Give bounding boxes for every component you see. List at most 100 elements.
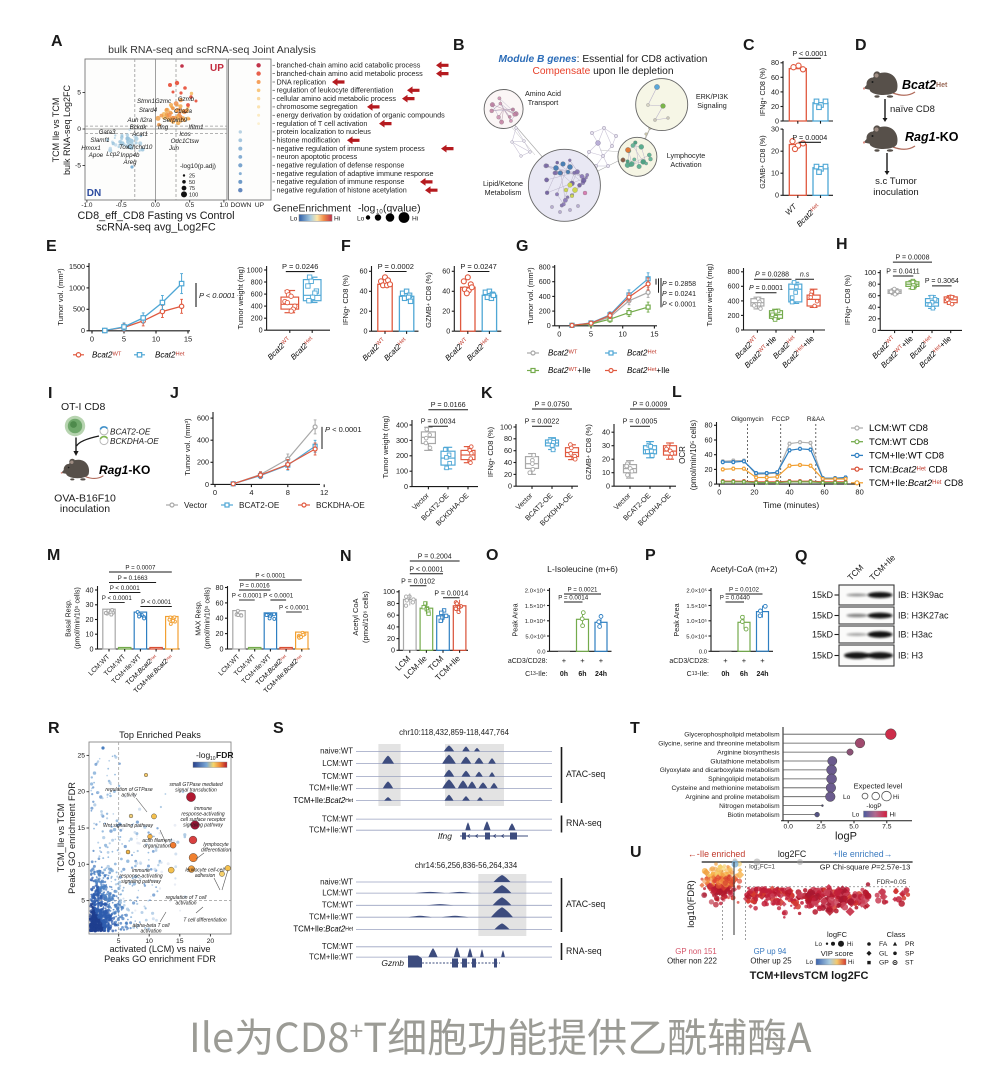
- svg-text:(pmol/min/10⁵ cells): (pmol/min/10⁵ cells): [205, 587, 212, 649]
- svg-text:Glycine, serine and threonine: Glycine, serine and threonine metabolism: [658, 740, 780, 747]
- svg-text:TCM+Ile:WT: TCM+Ile:WT: [309, 784, 353, 793]
- svg-text:(pmol/min/10⁵ cells): (pmol/min/10⁵ cells): [75, 587, 82, 649]
- svg-text:P < 0.0001: P < 0.0001: [255, 573, 286, 580]
- svg-text:0: 0: [775, 116, 779, 125]
- svg-text:600: 600: [539, 277, 551, 286]
- svg-text:BCKDHA-OE: BCKDHA-OE: [110, 437, 159, 446]
- svg-text:P < 0.0001: P < 0.0001: [263, 593, 294, 600]
- svg-text:0: 0: [213, 488, 217, 497]
- svg-text:Nitrogen metabolism: Nitrogen metabolism: [719, 803, 780, 810]
- svg-text:Other up 25: Other up 25: [750, 957, 792, 966]
- svg-text:1.0×10⁴: 1.0×10⁴: [525, 618, 546, 625]
- svg-text:P = 0.0014: P = 0.0014: [434, 590, 468, 597]
- svg-text:Hi: Hi: [334, 216, 341, 223]
- svg-text:inoculation: inoculation: [60, 503, 110, 515]
- svg-text:TCM:WT: TCM:WT: [322, 772, 353, 781]
- svg-text:Glyoxylate and dicarboxylate m: Glyoxylate and dicarboxylate metabolism: [660, 767, 780, 774]
- svg-text:negative regulation of defense: negative regulation of defense response: [277, 161, 405, 170]
- svg-text:Ifng: Ifng: [438, 831, 452, 841]
- svg-text:0: 0: [557, 330, 561, 339]
- svg-text:40: 40: [602, 428, 610, 437]
- svg-text:500: 500: [73, 305, 85, 314]
- svg-text:Bcat2Het: Bcat2Het: [382, 336, 409, 363]
- svg-text:2.5: 2.5: [816, 824, 826, 831]
- svg-text:15kD: 15kD: [812, 651, 834, 661]
- svg-text:log2FC: log2FC: [778, 849, 807, 859]
- svg-text:Bcat2Het+Ile: Bcat2Het+Ile: [627, 366, 670, 375]
- svg-text:P = 0.1663: P = 0.1663: [118, 575, 149, 582]
- svg-text:40: 40: [360, 287, 368, 296]
- svg-text:Hi: Hi: [847, 941, 853, 948]
- svg-text:800: 800: [728, 267, 740, 276]
- svg-text:P < 0.0001: P < 0.0001: [102, 595, 133, 602]
- svg-text:100: 100: [864, 268, 876, 277]
- svg-text:negative regulation of immune: negative regulation of immune system pro…: [277, 144, 426, 153]
- svg-text:400: 400: [197, 436, 209, 445]
- svg-text:5.0: 5.0: [849, 824, 859, 831]
- svg-text:Apoe: Apoe: [88, 152, 104, 159]
- svg-text:chr10:118,432,859-118,447,764: chr10:118,432,859-118,447,764: [399, 728, 509, 737]
- svg-text:40: 40: [86, 585, 94, 594]
- svg-text:75: 75: [189, 186, 195, 192]
- svg-text:Glycerophospholipid metabolism: Glycerophospholipid metabolism: [684, 732, 780, 739]
- svg-text:0: 0: [872, 326, 876, 335]
- svg-text:Hi: Hi: [893, 794, 899, 801]
- svg-text:10: 10: [152, 335, 160, 344]
- svg-text:4: 4: [249, 488, 253, 497]
- svg-text:Bcat2Het: Bcat2Het: [795, 202, 822, 229]
- svg-text:TCM:WT CD8: TCM:WT CD8: [869, 437, 928, 448]
- svg-text:30: 30: [86, 600, 94, 609]
- svg-text:TCM: TCM: [845, 562, 865, 582]
- svg-text:(qvalue): (qvalue): [383, 204, 421, 215]
- svg-text:FA: FA: [879, 941, 888, 948]
- svg-text:+: +: [562, 656, 567, 665]
- svg-text:Rag1-KO: Rag1-KO: [99, 463, 150, 477]
- svg-text:K: K: [481, 385, 493, 402]
- svg-text:adhesion: adhesion: [195, 873, 216, 879]
- svg-text:negative regulation of adaptiv: negative regulation of adaptive immune r…: [277, 169, 434, 178]
- svg-text:0: 0: [709, 480, 713, 489]
- svg-text:TCM+Ile:WT: TCM+Ile:WT: [309, 952, 353, 961]
- svg-text:200: 200: [396, 451, 408, 460]
- svg-text:200: 200: [539, 307, 551, 316]
- svg-text:15: 15: [184, 335, 192, 344]
- svg-text:P = 0.0008: P = 0.0008: [896, 254, 930, 261]
- svg-text:Hi: Hi: [412, 216, 419, 223]
- svg-text:20: 20: [442, 307, 450, 316]
- svg-text:Oligomycin: Oligomycin: [731, 416, 764, 423]
- svg-text:R: R: [48, 720, 60, 737]
- svg-text:+Ile enriched→: +Ile enriched→: [833, 849, 892, 859]
- svg-text:5: 5: [122, 335, 126, 344]
- svg-text:8: 8: [286, 488, 290, 497]
- svg-text:H: H: [836, 236, 848, 253]
- svg-text:600: 600: [251, 290, 263, 299]
- svg-text:GZMB+ CD8 (%): GZMB+ CD8 (%): [584, 424, 593, 480]
- svg-text:P = 0.0411: P = 0.0411: [886, 268, 920, 275]
- svg-text:1.0: 1.0: [219, 202, 228, 209]
- svg-text:0.0: 0.0: [537, 650, 546, 656]
- svg-text:15: 15: [77, 825, 85, 832]
- svg-text:signaling pathway: signaling pathway: [183, 823, 223, 829]
- svg-text:signal transduction: signal transduction: [175, 788, 217, 794]
- svg-text:RNA-seq: RNA-seq: [566, 818, 602, 828]
- svg-text:100: 100: [383, 587, 395, 596]
- svg-text:Gzmb: Gzmb: [381, 958, 404, 968]
- svg-text:+: +: [580, 656, 585, 665]
- svg-text:40: 40: [504, 458, 512, 467]
- svg-text:GZMB+ CD8 (%): GZMB+ CD8 (%): [758, 135, 767, 188]
- svg-text:0: 0: [547, 321, 551, 330]
- svg-text:organization: organization: [143, 844, 170, 850]
- svg-text:leukocyte cell-cell: leukocyte cell-cell: [185, 868, 225, 874]
- svg-text:20: 20: [86, 615, 94, 624]
- svg-text:N: N: [340, 548, 352, 565]
- svg-text:histone modification: histone modification: [277, 136, 341, 145]
- svg-text:OVA-B16F10: OVA-B16F10: [54, 493, 116, 505]
- svg-text:Other non 222: Other non 222: [667, 957, 717, 966]
- svg-text:Areg: Areg: [122, 159, 137, 166]
- svg-text:20: 20: [750, 488, 758, 497]
- svg-text:P = 0.0034: P = 0.0034: [421, 417, 456, 426]
- svg-text:Tumor weight (mg): Tumor weight (mg): [236, 266, 245, 329]
- svg-text:differentiation: differentiation: [201, 848, 231, 854]
- svg-text:ATAC-seq: ATAC-seq: [566, 769, 605, 779]
- svg-text:FDR: FDR: [216, 750, 233, 760]
